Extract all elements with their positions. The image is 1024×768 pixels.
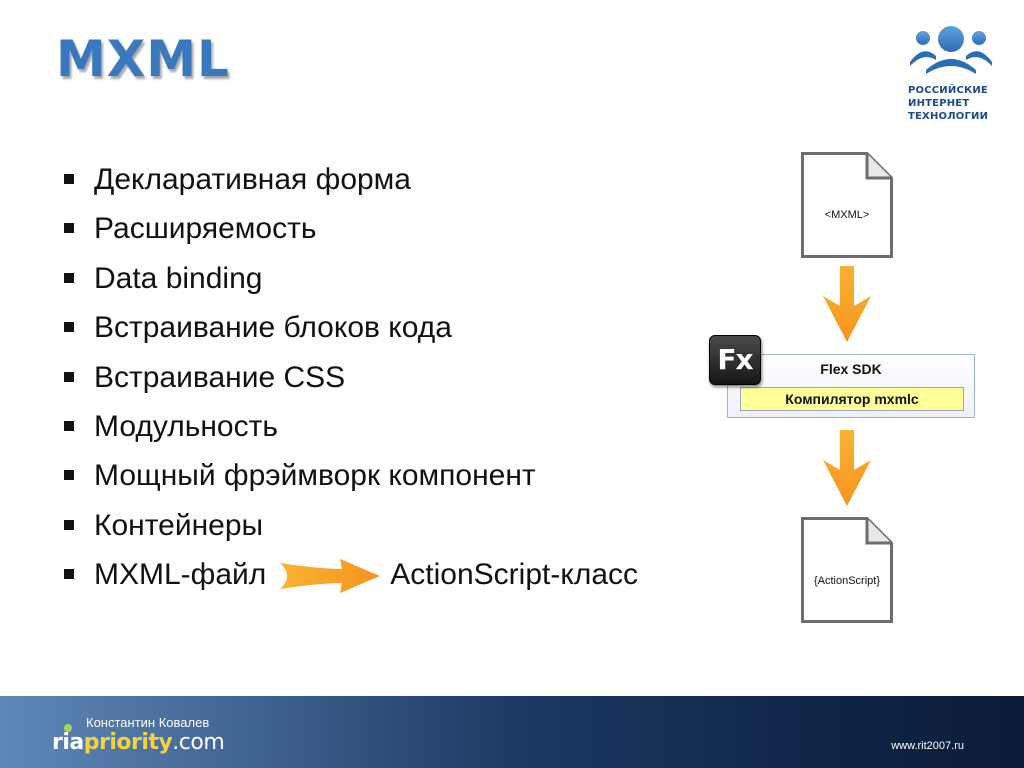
bullet-item: Модульность [62,402,638,451]
bullet-item: Декларативная форма [62,155,638,204]
bullet-marker [64,371,74,382]
mxml-document-icon: <MXML> [801,152,893,258]
brand-leaf-icon [64,724,72,732]
bullet-marker [64,272,74,283]
bullet-marker [64,569,74,580]
riapriority-logo: riapriority.com [52,730,225,755]
mxml-file-text: MXML-файл [94,558,267,592]
bullet-list: Декларативная форма Расширяемость Data b… [62,155,638,600]
down-arrow-icon [823,430,871,506]
bullet-marker [64,519,74,530]
down-arrow-icon [823,266,871,342]
bullet-marker [64,420,74,431]
flex-sdk-box: Flex SDK Компилятор mxmlc [727,354,975,418]
brand-priority: priority [83,730,173,755]
bullet-marker [64,322,74,333]
rit-logo: РОССИЙСКИЕ ИНТЕРНЕТ ТЕХНОЛОГИИ [908,26,1004,123]
flex-fx-icon: Fx [709,335,761,385]
bullet-text: Встраивание блоков кода [94,311,452,345]
bullet-item: MXML-файл ActionScript-класс [62,550,638,599]
logo-line: РОССИЙСКИЕ [908,85,988,96]
author-name: Константин Ковалев [86,715,210,730]
bullet-text: Data binding [94,261,263,295]
actionscript-class-text: ActionScript-класс [390,558,639,592]
bullet-marker [64,174,74,184]
compiler-label: Компилятор mxmlc [740,387,964,411]
logo-line: ТЕХНОЛОГИИ [908,111,989,122]
bullet-item: Контейнеры [62,501,638,550]
bullet-text: Встраивание CSS [94,360,346,394]
bullet-item: Data binding [62,254,638,303]
bullet-marker [64,470,74,481]
bullet-text: Мощный фрэймворк компонент [94,459,536,493]
actionscript-document-icon: {ActionScript} [801,517,893,623]
brand-ria: ria [52,730,84,755]
bullet-text: Расширяемость [94,212,317,246]
bullet-marker [64,223,74,234]
slide-title: MXML [56,30,230,88]
actionscript-document-label: {ActionScript} [813,575,881,587]
footer-url: www.rit2007.ru [891,740,964,752]
bullet-item: Мощный фрэймворк компонент [62,451,638,500]
bullet-item: Расширяемость [62,204,638,253]
bullet-text: Модульность [94,409,278,443]
fx-icon-label: Fx [717,343,753,376]
brand-com: .com [172,730,225,755]
bullet-item: Встраивание CSS [62,353,638,402]
footer-bar: Константин Ковалев riapriority.com www.r… [0,696,1024,768]
bullet-item: Встраивание блоков кода [62,303,638,352]
flex-sdk-title: Flex SDK [820,361,882,377]
logo-line: ИНТЕРНЕТ [908,98,970,109]
bullet-text: Декларативная форма [94,163,411,196]
mxml-document-label: <MXML> [824,209,870,221]
people-group-icon [910,26,992,74]
bullet-text: Контейнеры [94,508,264,542]
right-arrow-icon [280,559,381,594]
